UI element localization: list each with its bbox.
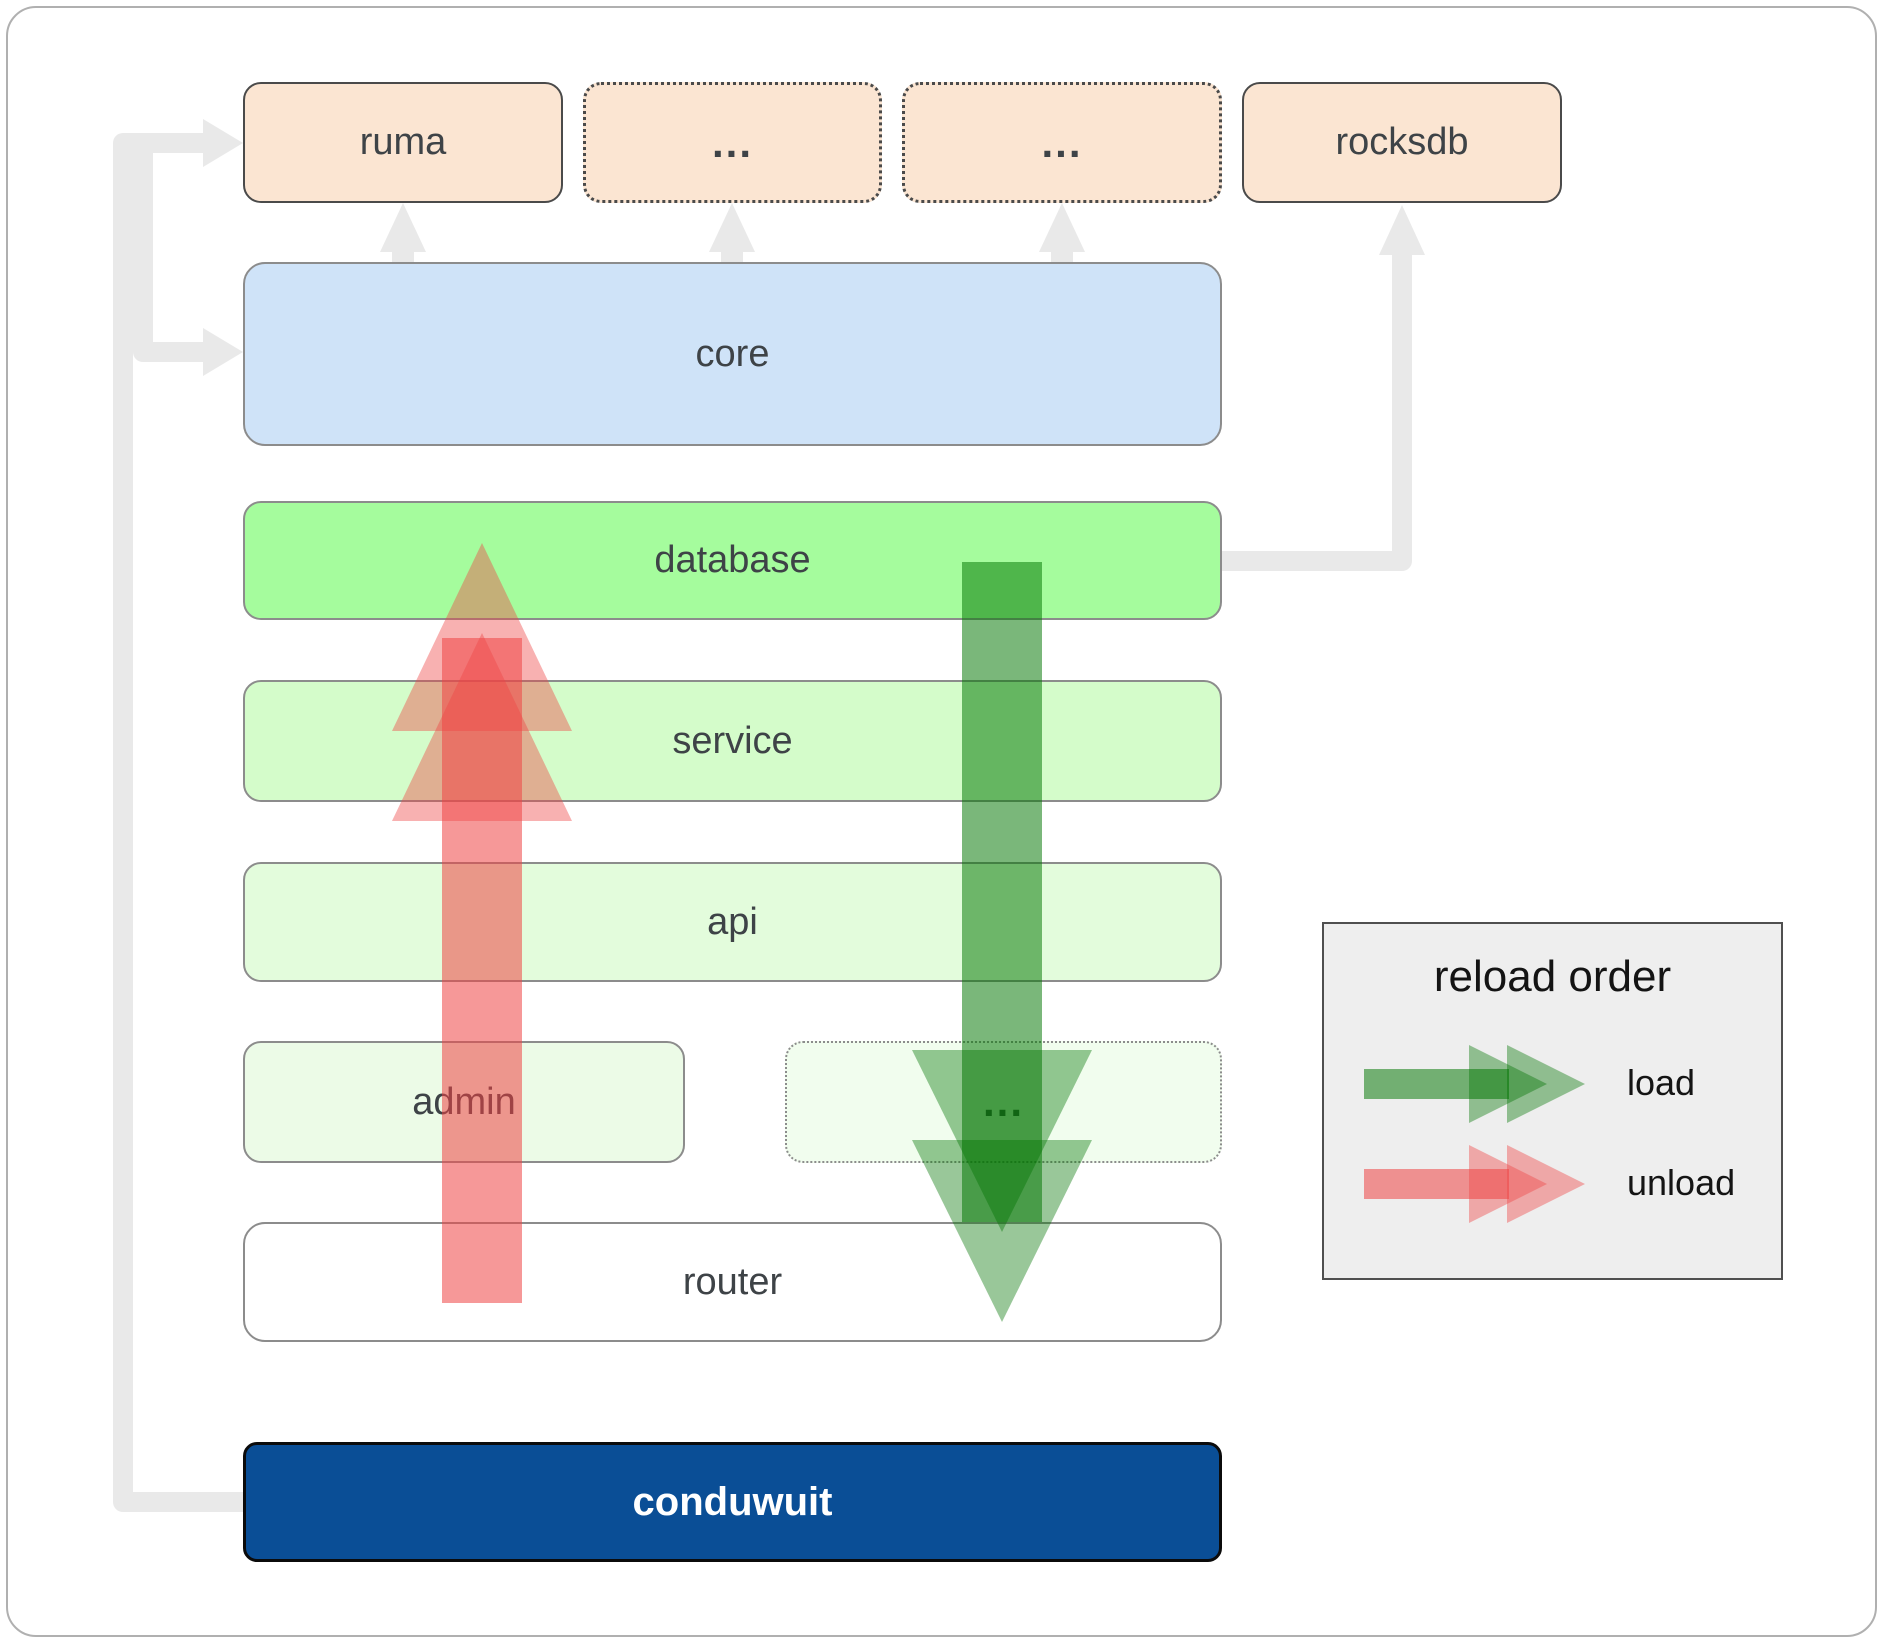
node-admin-label: admin bbox=[412, 1080, 516, 1123]
node-rocksdb-label: rocksdb bbox=[1335, 121, 1469, 163]
node-ellipsis-1: ... bbox=[583, 82, 882, 203]
node-database: database bbox=[243, 501, 1222, 620]
legend-load-label: load bbox=[1627, 1062, 1696, 1103]
legend-unload-label: unload bbox=[1627, 1162, 1736, 1203]
legend-reload-order: reload order load unload bbox=[1322, 922, 1783, 1280]
node-ellipsis-3-label: ... bbox=[982, 1078, 1024, 1125]
node-rocksdb: rocksdb bbox=[1242, 82, 1562, 203]
node-conduwuit-label: conduwuit bbox=[632, 1479, 833, 1524]
legend-arrows bbox=[1364, 1045, 1585, 1223]
node-router: router bbox=[243, 1222, 1222, 1342]
node-ellipsis-3: ... bbox=[785, 1041, 1222, 1163]
node-ruma: ruma bbox=[243, 82, 563, 203]
node-core-label: core bbox=[695, 332, 770, 375]
node-api-label: api bbox=[707, 900, 758, 943]
outer-frame bbox=[6, 6, 1877, 1637]
node-ruma-label: ruma bbox=[359, 121, 447, 163]
node-database-label: database bbox=[654, 539, 811, 581]
node-ellipsis-2: ... bbox=[902, 82, 1222, 203]
node-api: api bbox=[243, 862, 1222, 982]
node-admin: admin bbox=[243, 1041, 685, 1163]
node-ellipsis-1-label: ... bbox=[711, 118, 753, 166]
node-ellipsis-2-label: ... bbox=[1041, 118, 1083, 166]
legend-unload-arrow-icon bbox=[1364, 1145, 1585, 1223]
node-conduwuit: conduwuit bbox=[243, 1442, 1222, 1562]
node-core: core bbox=[243, 262, 1222, 446]
node-service-label: service bbox=[672, 719, 793, 762]
node-service: service bbox=[243, 680, 1222, 802]
legend-load-arrow-icon bbox=[1364, 1045, 1585, 1123]
legend-title: reload order bbox=[1433, 952, 1672, 1001]
node-router-label: router bbox=[682, 1260, 783, 1303]
